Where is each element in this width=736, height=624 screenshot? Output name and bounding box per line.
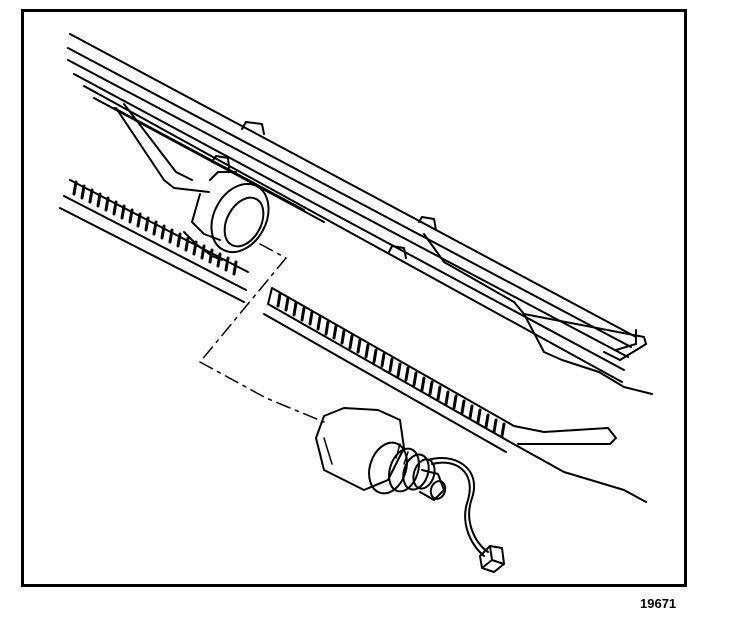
figure-number: 19671 (640, 596, 677, 611)
retaining-ring (183, 171, 270, 261)
wiring-harness (427, 457, 489, 557)
fuel-pump (315, 407, 447, 501)
illustration-frame (21, 9, 687, 587)
left-track (59, 179, 249, 303)
upper-rail-assembly (67, 33, 653, 395)
right-track (263, 287, 647, 503)
alignment-leader-line (199, 243, 325, 423)
exploded-view-drawing (59, 33, 653, 573)
electrical-connector (479, 545, 505, 573)
